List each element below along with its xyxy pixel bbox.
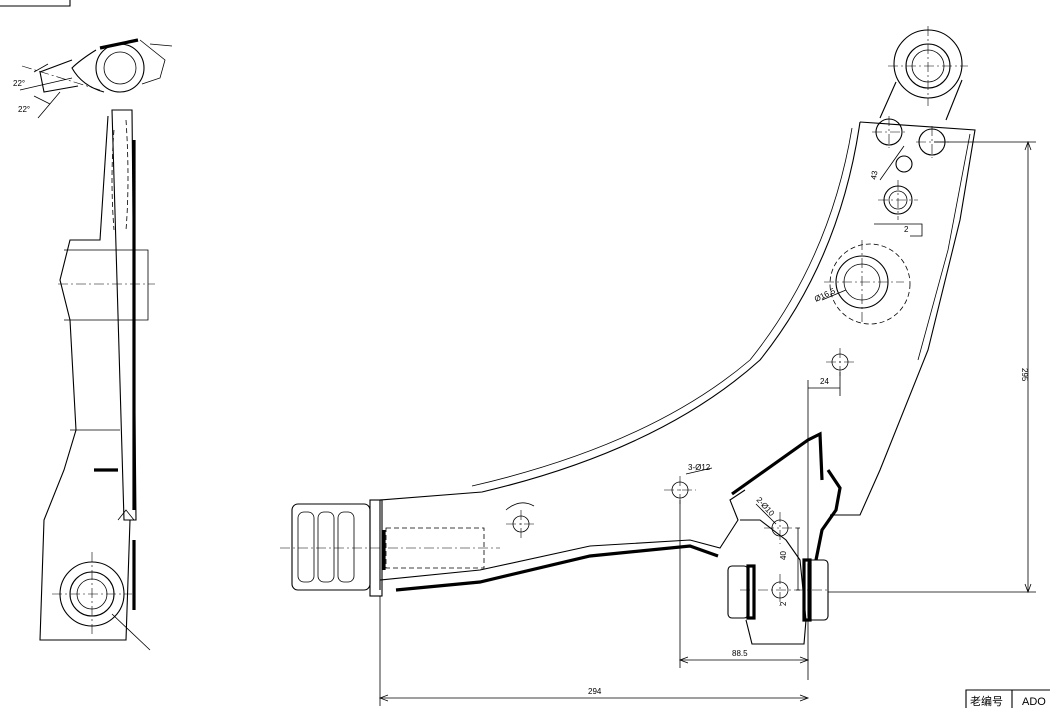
plan-dim-small-2: 2 [904,225,909,234]
ball-joint-boot [99,38,139,50]
ball-joint-housing [95,43,145,93]
plan-arm-inner-edge [379,121,861,590]
plan-dim-43: 43 [869,169,880,180]
title-block: 老编号 ADO [965,689,1050,708]
plan-lower-flange [395,544,719,592]
plan-arm-outer-edge [830,121,976,516]
plan-dim-2: 2 [779,601,788,606]
plan-dim-2x10: 2-Ø10 [755,495,777,518]
datum-marker-1 [826,348,854,376]
title-block-code: ADO [1022,696,1046,708]
plan-dim-88-5: 88.5 [732,649,748,658]
plan-mid-flange [731,431,824,496]
datum-marker-2 [505,502,536,538]
plan-view: 43 2 Ø16.5 3-Ø12 [280,26,1036,706]
side-angle-lower: 22° [18,105,30,114]
plan-large-bushing: Ø16.5 [813,240,911,325]
plan-front-bushing: 2-Ø10 40 2 [727,495,830,645]
plan-rear-bushing [280,499,500,597]
plan-dimension-lines: 295 24 88.5 294 [378,140,1036,706]
side-view: 22° 22° [13,38,173,651]
plan-dim-294: 294 [588,687,602,696]
plan-dim-295: 295 [1020,368,1029,382]
plan-dim-3x12: 3-Ø12 [688,463,711,472]
side-angle-upper: 22° [13,79,25,88]
plan-hole-c [895,155,913,173]
datum-marker-3: 3-Ø12 [664,463,713,504]
title-box-fragment [0,0,71,7]
ball-joint-inner [103,51,137,85]
plan-dim-40: 40 [779,551,788,560]
title-block-label: 老编号 [970,694,1003,708]
side-arm-rib [111,109,137,521]
plan-right-flange [814,469,842,561]
plan-dim-24: 24 [820,377,829,386]
